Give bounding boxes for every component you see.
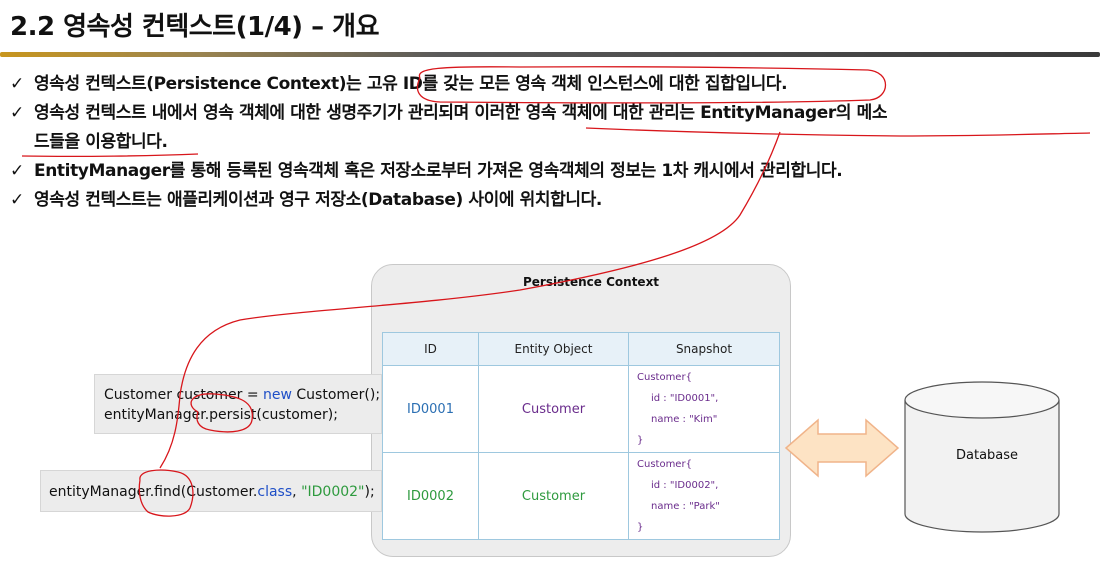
persistence-context-title: Persistence Context <box>523 275 660 289</box>
bullet-text: EntityManager를 통해 등록된 영속객체 혹은 저장소로부터 가져온… <box>34 161 843 181</box>
check-icon: ✓ <box>10 103 24 123</box>
bullet-4: ✓ 영속성 컨텍스트는 애플리케이션과 영구 저장소(Database) 사이에… <box>10 186 1100 215</box>
check-icon: ✓ <box>10 161 24 181</box>
red-annotation-marks <box>21 66 1091 517</box>
check-icon: ✓ <box>10 190 24 210</box>
code-line: entityManager.persist(customer); <box>104 407 338 423</box>
entity-cell: Customer <box>478 452 629 540</box>
table-row: ID0001 Customer Customer{ id : "ID0001",… <box>382 365 780 453</box>
code-line: Customer customer = new Customer(); <box>104 387 381 403</box>
highlight-circle <box>190 393 253 433</box>
snapshot-line: id : "ID0001", <box>651 393 719 404</box>
database-label: Database <box>956 448 1019 463</box>
column-header: Entity Object <box>478 332 629 366</box>
highlight-circle <box>138 469 194 517</box>
snapshot-line: Customer{ <box>637 372 692 383</box>
id-cell: ID0001 <box>382 365 479 453</box>
snapshot-line: name : "Park" <box>651 501 720 512</box>
snapshot-cell: Customer{ id : "ID0001", name : "Kim" } <box>628 365 780 453</box>
snapshot-line: name : "Kim" <box>651 414 718 425</box>
bullet-text: 영속성 컨텍스트(Persistence Context)는 고유 ID를 갖는… <box>34 74 788 94</box>
snapshot-line: } <box>637 522 644 533</box>
bullet-3: ✓ EntityManager를 통해 등록된 영속객체 혹은 저장소로부터 가… <box>10 157 1100 186</box>
highlight-circle <box>416 66 886 104</box>
first-level-cache-table: ID Entity Object Snapshot ID0001 Custome… <box>382 332 780 540</box>
snapshot-line: Customer{ <box>637 459 692 470</box>
title-underline-bar <box>0 52 1100 57</box>
bullet-list: ✓ 영속성 컨텍스트(Persistence Context)는 고유 ID를 … <box>10 70 1100 215</box>
bullet-text-continuation: 드들을 이용합니다. <box>34 132 168 152</box>
column-header: Snapshot <box>628 332 780 366</box>
snapshot-line: } <box>637 435 644 446</box>
table-row: ID0002 Customer Customer{ id : "ID0002",… <box>382 452 780 540</box>
find-code-box: entityManager.find(Customer.class, "ID00… <box>40 470 382 512</box>
keyword-new: new <box>263 387 292 403</box>
bullet-2: ✓ 영속성 컨텍스트 내에서 영속 객체에 대한 생명주기가 관리되며 이러한 … <box>10 99 1100 157</box>
bullet-text: 영속성 컨텍스트는 애플리케이션과 영구 저장소(Database) 사이에 위… <box>34 190 602 210</box>
connector-line <box>159 131 781 469</box>
underline-mark <box>585 127 1091 137</box>
underline-mark <box>21 153 199 158</box>
keyword-class: class <box>257 484 293 500</box>
bullet-1: ✓ 영속성 컨텍스트(Persistence Context)는 고유 ID를 … <box>10 70 1100 99</box>
double-arrow-icon <box>784 418 900 478</box>
persist-code-box: Customer customer = new Customer(); enti… <box>94 374 382 434</box>
check-icon: ✓ <box>10 74 24 94</box>
page-title: 2.2 영속성 컨텍스트(1/4) – 개요 <box>10 12 380 42</box>
column-header: ID <box>382 332 479 366</box>
snapshot-line: id : "ID0002", <box>651 480 719 491</box>
database-cylinder-icon <box>904 381 1060 533</box>
table-header-row: ID Entity Object Snapshot <box>382 332 780 366</box>
string-literal: "ID0002" <box>301 484 365 500</box>
snapshot-cell: Customer{ id : "ID0002", name : "Park" } <box>628 452 780 540</box>
bullet-text: 영속성 컨텍스트 내에서 영속 객체에 대한 생명주기가 관리되며 이러한 영속… <box>34 103 888 123</box>
